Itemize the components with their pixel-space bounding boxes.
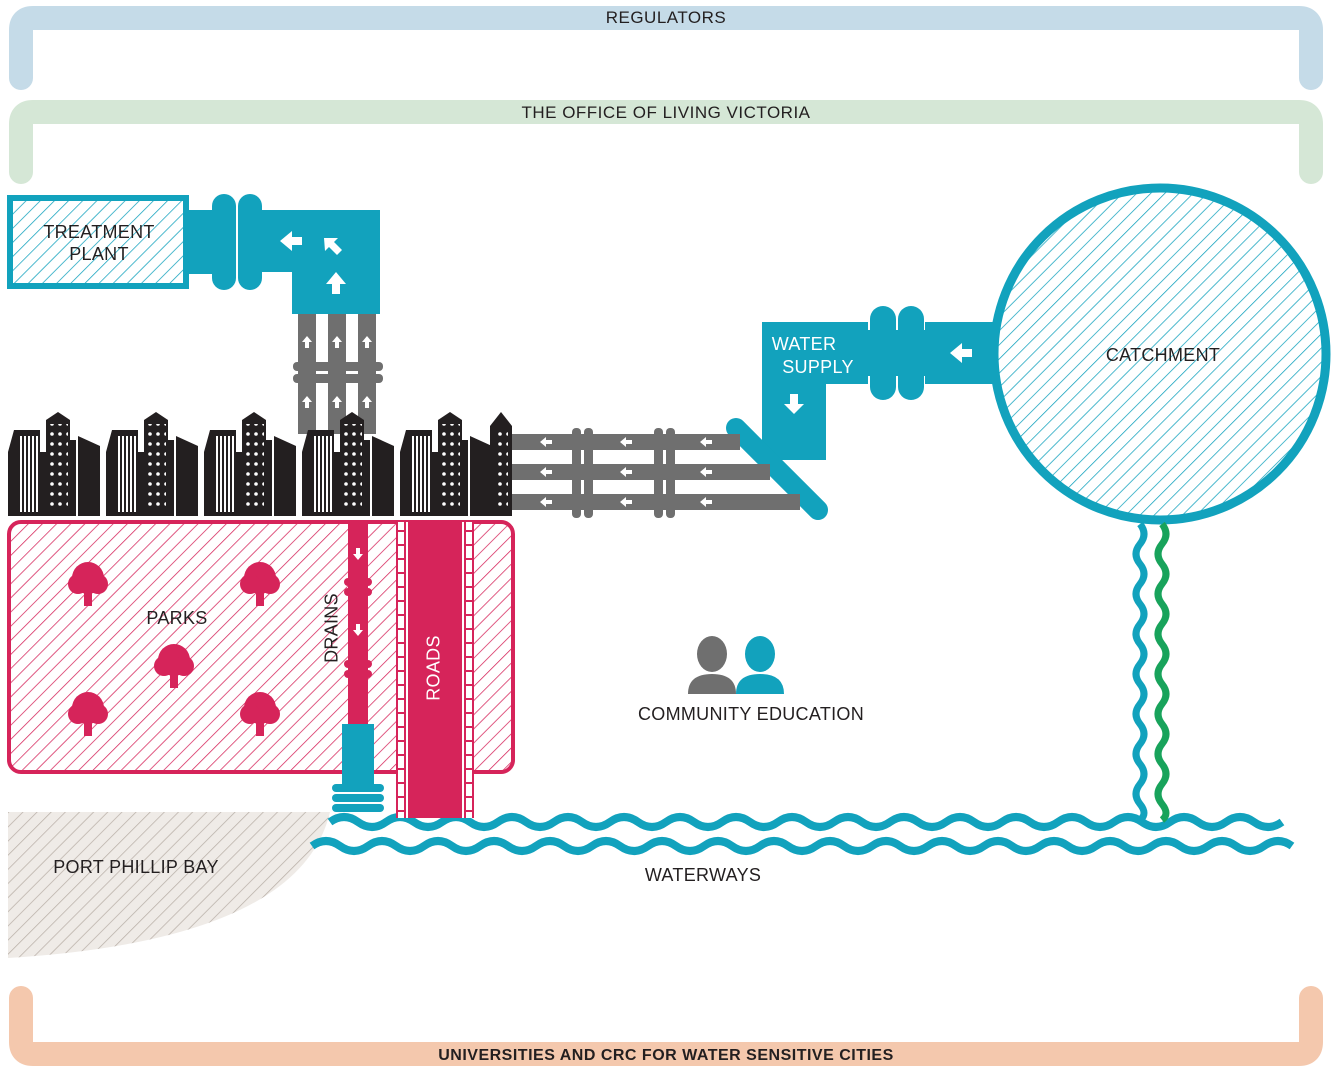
- arrow-left-icon: [280, 231, 302, 251]
- drains-label: DRAINS: [321, 593, 342, 663]
- person-teal-icon: [736, 636, 784, 694]
- treatment-junction: [262, 210, 380, 314]
- universities-bracket: [8, 986, 1323, 1066]
- arrow-up-icon: [326, 272, 346, 294]
- treatment-plant-label-line1: TREATMENT: [43, 222, 155, 242]
- catchment-river-teal: [1132, 521, 1148, 823]
- parks-label: PARKS: [146, 608, 208, 628]
- sewer-pipes: [293, 314, 383, 434]
- catchment-river-green: [1154, 521, 1170, 823]
- arrow-left-icon: [950, 343, 972, 363]
- office-of-living-victoria-label: THE OFFICE OF LIVING VICTORIA: [521, 103, 811, 122]
- waterway-wave-lower: [309, 837, 1295, 855]
- office-bracket: [8, 100, 1323, 184]
- water-supply-label-line2: SUPPLY: [782, 357, 854, 377]
- tree-icon: [240, 692, 280, 736]
- tree-icon: [240, 562, 280, 606]
- waterway-wave-upper: [327, 813, 1285, 831]
- roads-strip: [396, 522, 474, 818]
- water-supply-label-line1: WATER: [771, 334, 837, 354]
- supply-pipes: [512, 428, 800, 518]
- drains-pipe: [332, 522, 384, 812]
- port-phillip-bay-label: PORT PHILLIP BAY: [53, 857, 219, 877]
- community-education-label: COMMUNITY EDUCATION: [637, 704, 865, 724]
- tree-icon: [154, 644, 194, 688]
- treatment-plant-label-line2: PLANT: [69, 244, 129, 264]
- city-skyline: [8, 412, 512, 516]
- parks-area: [7, 520, 515, 774]
- catchment-label: CATCHMENT: [1105, 345, 1221, 365]
- arrow-up-left-icon: [324, 238, 342, 255]
- tree-icon: [68, 562, 108, 606]
- tree-icon: [68, 692, 108, 736]
- universities-crc-label: UNIVERSITIES AND CRC FOR WATER SENSITIVE…: [438, 1047, 894, 1064]
- regulators-label: REGULATORS: [605, 8, 727, 27]
- roads-label: ROADS: [423, 635, 444, 701]
- person-grey-icon: [688, 636, 736, 694]
- arrow-down-icon: [784, 394, 804, 414]
- supply-manifold: [726, 418, 828, 520]
- water-supply-box: [762, 322, 868, 460]
- regulators-bracket: [8, 5, 1323, 90]
- waterways-label: WATERWAYS: [644, 865, 762, 885]
